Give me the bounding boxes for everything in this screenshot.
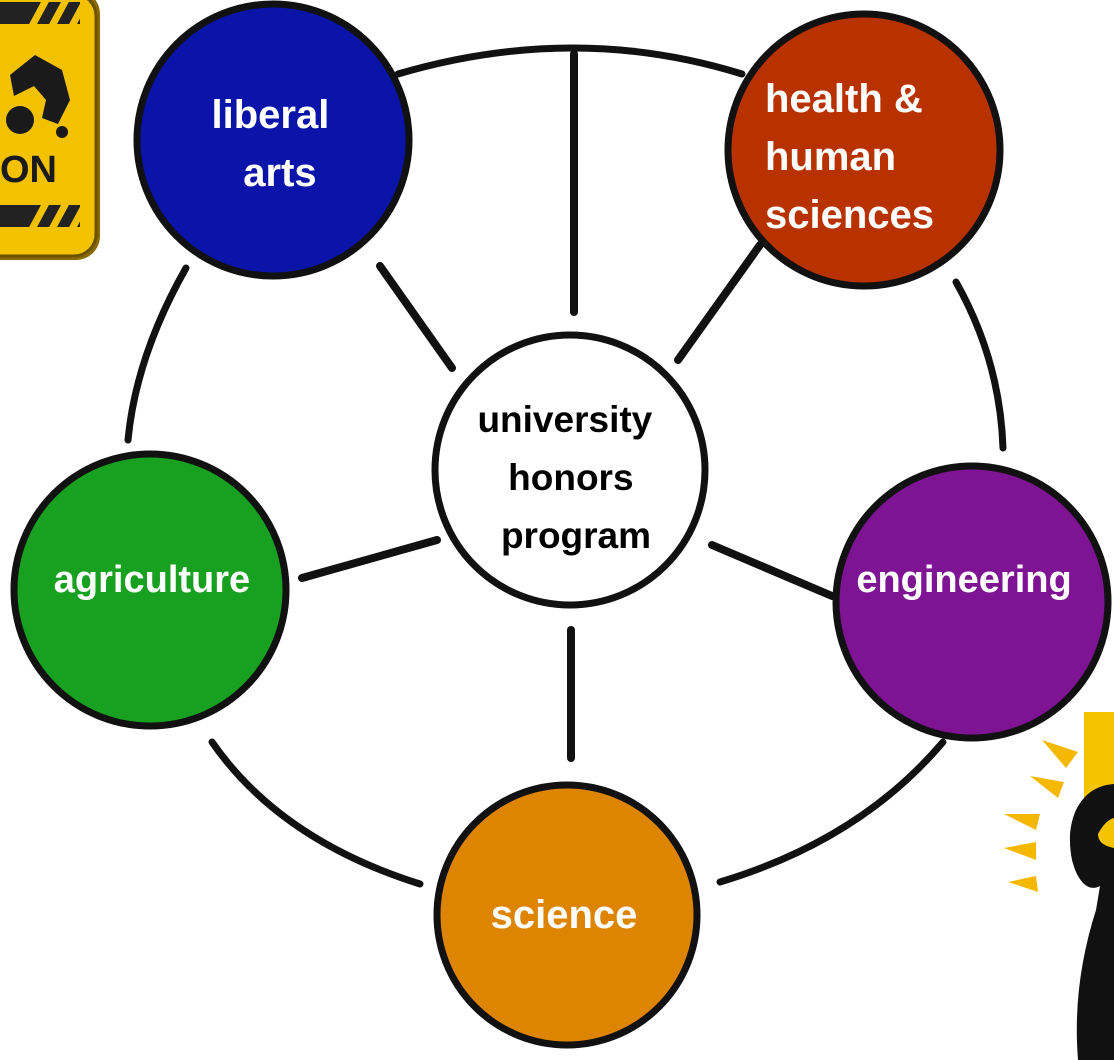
node-label-line: agriculture (54, 559, 250, 601)
node-label: engineering (856, 559, 1071, 601)
node-label-line: science (491, 893, 638, 937)
hub-label: university honors program (477, 399, 662, 556)
sign-text: ON (0, 149, 57, 191)
construction-sign-icon: ON (0, 0, 100, 260)
node-liberal-arts: liberal arts (133, 0, 413, 280)
node-label-line: human (765, 135, 896, 179)
node-label: agriculture (54, 559, 250, 601)
node-label: liberal arts (212, 93, 341, 195)
hub-label-line: program (501, 515, 651, 556)
hub-label-line: university (477, 399, 652, 440)
node-label-line: liberal (212, 93, 330, 137)
spokes (298, 50, 836, 762)
node-label-line: health & (765, 77, 923, 121)
burst-rays-icon (1004, 740, 1078, 892)
node-label-line: engineering (856, 559, 1071, 601)
node-health-human-sciences: health & human sciences (724, 10, 1004, 290)
node-science: science (433, 781, 701, 1049)
node-label-line: sciences (765, 193, 934, 237)
node-label-line: arts (243, 151, 316, 195)
node-agriculture: agriculture (10, 450, 290, 730)
person-silhouette-icon (1069, 712, 1114, 1060)
node-label: health & human sciences (765, 77, 934, 237)
hub-label-line: honors (508, 457, 633, 498)
outer-ring (124, 44, 1007, 888)
node-engineering: engineering (832, 462, 1112, 742)
hub-node: university honors program (431, 331, 709, 609)
node-label: science (491, 893, 638, 937)
